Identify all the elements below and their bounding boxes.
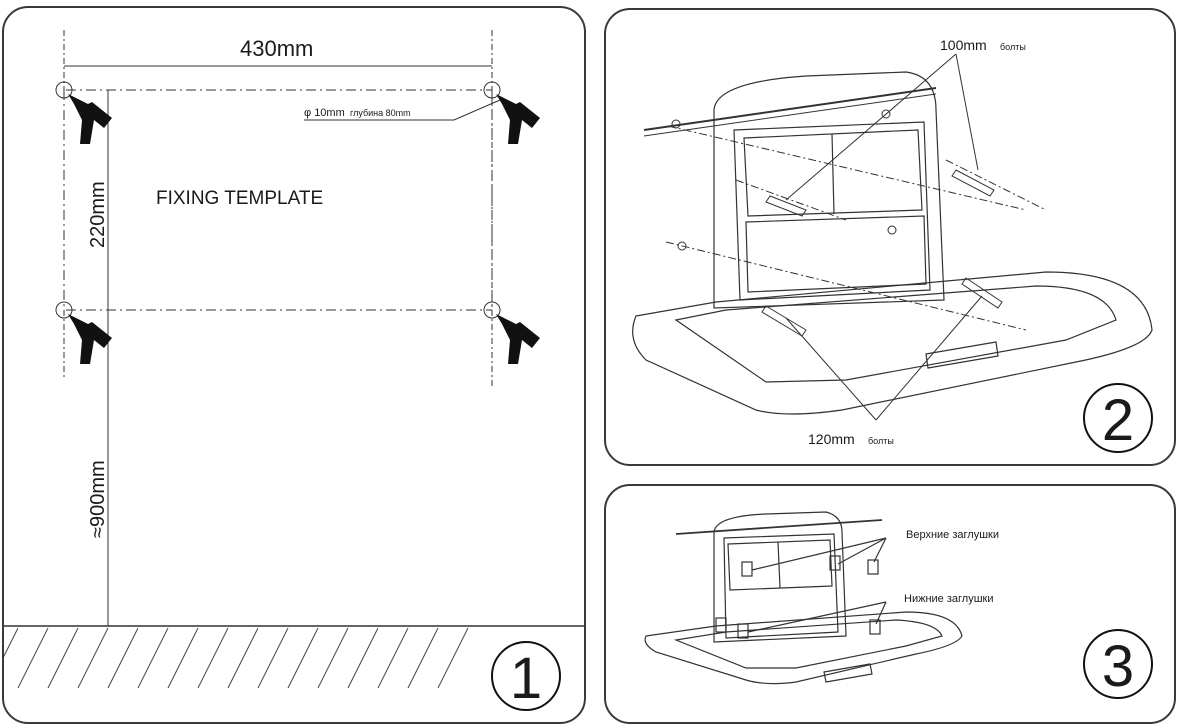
cap [867,559,879,575]
height-label: 220mm [87,181,109,248]
bolt-mounting-drawing: 100mm болты 120mm болты 2 [632,37,1153,453]
hole-marker [671,119,681,129]
leader-line [955,53,979,171]
caps-panel: Верхние заглушки Нижние заглушки 3 [604,484,1176,724]
lower-caps-label: Нижние заглушки [904,593,993,605]
width-label: 430mm [240,36,313,61]
hole-marker [55,301,73,319]
drill-icon [68,314,112,364]
hole-marker [55,81,73,99]
cap [737,623,749,639]
step-number: 3 [1102,634,1134,699]
drill-icon [496,94,540,144]
fixing-template-panel: 430mm φ 10mm глубина 80mm FIXING TEMPLAT… [2,6,586,724]
leader-line [751,537,887,571]
template-title: FIXING TEMPLATE [156,188,323,209]
bottom-bolts-unit: болты [868,436,894,446]
hole-marker [881,109,891,119]
leader-line [875,601,887,625]
hole-marker [677,241,687,251]
leader-line [873,537,887,563]
bolt [765,195,807,217]
caps-drawing: Верхние заглушки Нижние заглушки 3 [644,511,1153,699]
leader-line [785,53,957,201]
leader-line [747,601,887,633]
drill-icon [68,94,112,144]
hole-spec-leader [304,99,501,121]
step-number: 2 [1102,388,1134,453]
bolt [951,169,995,197]
cap [869,619,881,635]
fixing-template-drawing: 430mm φ 10mm глубина 80mm FIXING TEMPLAT… [4,30,584,711]
drill-icon [496,314,540,364]
changing-station-drawing [632,71,1153,415]
leader-line [837,537,887,565]
hole-depth-label: глубина 80mm [350,108,411,118]
bolt [761,305,807,337]
upper-caps-label: Верхние заглушки [906,529,999,541]
step-badge [1083,629,1153,699]
leader-line [785,317,877,421]
bolt-mounting-panel: 100mm болты 120mm болты 2 [604,8,1176,466]
hole-marker [483,301,501,319]
top-bolts-label: 100mm [940,37,987,53]
step-number: 1 [510,646,542,711]
top-bolts-unit: болты [1000,42,1026,52]
step-badge [1083,383,1153,453]
leader-line [875,295,983,421]
hole-spec-label: φ 10mm [304,107,345,119]
floor-hatching [4,627,469,689]
bolt [961,277,1003,309]
step-badge [491,641,561,711]
cap [741,561,753,577]
bottom-bolts-label: 120mm [808,431,855,447]
cap [715,617,727,633]
hole-marker [483,81,501,99]
hole-marker [887,225,897,235]
changing-station-drawing [644,511,963,685]
floor-height-label: ≈900mm [87,460,109,538]
